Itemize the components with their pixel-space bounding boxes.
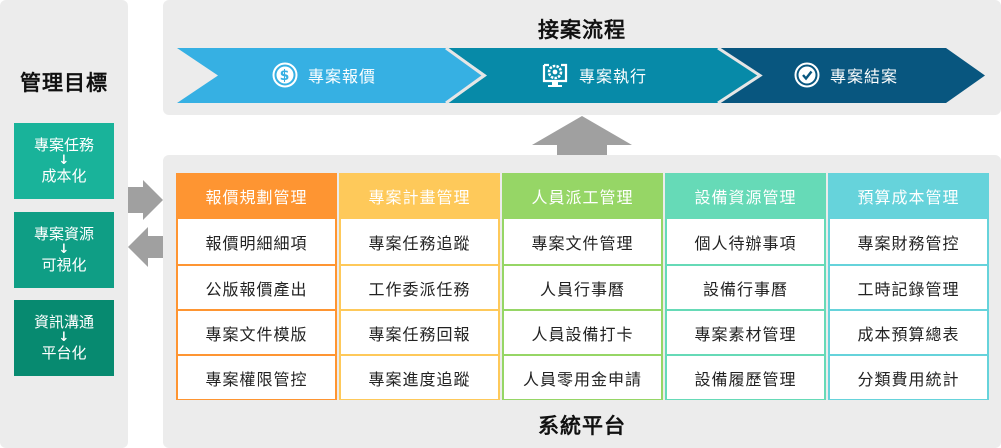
module-item: 專案財務管控 <box>830 219 987 264</box>
goal-top-text: 專案資源 <box>33 225 94 243</box>
module-item: 分類費用統計 <box>830 354 987 399</box>
goal-bottom-text: 平台化 <box>41 344 87 362</box>
module-header: 專案計畫管理 <box>341 173 498 219</box>
module-item: 專案文件管理 <box>504 219 661 264</box>
module-item: 報價明細細項 <box>178 219 335 264</box>
goal-bottom-text: 成本化 <box>41 167 87 185</box>
system-platform-title: 系統平台 <box>538 414 626 438</box>
module-item: 工時記錄管理 <box>830 264 987 309</box>
module-quote-planning: 報價規劃管理 報價明細細項 公版報價產出 專案文件模版 專案權限管控 <box>176 173 337 400</box>
flow-step-execute-shape <box>445 46 760 105</box>
module-item: 設備行事曆 <box>667 264 824 309</box>
module-header: 設備資源管理 <box>667 173 824 219</box>
flow-step-quote: $ 專案報價 <box>272 60 376 90</box>
module-item: 專案任務回報 <box>341 309 498 354</box>
goal-visible: 專案資源 ↓ 可視化 <box>14 212 114 288</box>
module-item: 專案進度追蹤 <box>341 354 498 399</box>
module-item: 人員設備打卡 <box>504 309 661 354</box>
check-circle-icon <box>794 62 820 88</box>
module-budget-cost: 預算成本管理 專案財務管控 工時記錄管理 成本預算總表 分類費用統計 <box>828 173 989 400</box>
right-arrow-icon <box>128 180 163 220</box>
module-item: 個人待辦事項 <box>667 219 824 264</box>
module-header: 報價規劃管理 <box>178 173 335 219</box>
goal-top-text: 資訊溝通 <box>33 313 94 331</box>
case-flow-title: 接案流程 <box>538 18 626 42</box>
module-project-plan: 專案計畫管理 專案任務追蹤 工作委派任務 專案任務回報 專案進度追蹤 <box>339 173 500 400</box>
module-equipment-resource: 設備資源管理 個人待辦事項 設備行事曆 專案素材管理 設備履歷管理 <box>665 173 826 400</box>
dollar-icon: $ <box>272 62 298 88</box>
module-item: 專案素材管理 <box>667 309 824 354</box>
module-item: 人員行事曆 <box>504 264 661 309</box>
up-arrow-icon <box>532 116 632 155</box>
flow-step-close: 專案結案 <box>794 60 898 90</box>
module-item: 成本預算總表 <box>830 309 987 354</box>
module-item: 設備履歷管理 <box>667 354 824 399</box>
module-item: 工作委派任務 <box>341 264 498 309</box>
svg-text:$: $ <box>280 68 291 84</box>
down-arrow-icon: ↓ <box>58 330 70 345</box>
module-item: 人員零用金申請 <box>504 354 661 399</box>
goal-top-text: 專案任務 <box>33 136 94 154</box>
module-item: 專案文件模版 <box>178 309 335 354</box>
monitor-gear-icon <box>542 63 568 87</box>
flow-step-label: 專案報價 <box>308 67 377 86</box>
down-arrow-icon: ↓ <box>58 153 70 168</box>
down-arrow-icon: ↓ <box>58 242 70 257</box>
module-item: 公版報價產出 <box>178 264 335 309</box>
management-goals-title: 管理目標 <box>20 71 108 95</box>
goal-bottom-text: 可視化 <box>41 256 87 274</box>
goal-platform: 資訊溝通 ↓ 平台化 <box>14 300 114 376</box>
left-arrow-icon <box>128 227 163 267</box>
goal-cost: 專案任務 ↓ 成本化 <box>14 123 114 199</box>
flow-step-quote-shape <box>177 48 484 103</box>
module-item: 專案任務追蹤 <box>341 219 498 264</box>
flow-step-execute: 專案執行 <box>541 60 647 90</box>
module-item: 專案權限管控 <box>178 354 335 399</box>
flow-step-label: 專案執行 <box>579 67 648 86</box>
module-staff-dispatch: 人員派工管理 專案文件管理 人員行事曆 人員設備打卡 人員零用金申請 <box>502 173 663 400</box>
module-header: 人員派工管理 <box>504 173 661 219</box>
flow-step-close-shape <box>717 46 985 105</box>
module-header: 預算成本管理 <box>830 173 987 219</box>
flow-step-label: 專案結案 <box>830 67 899 86</box>
